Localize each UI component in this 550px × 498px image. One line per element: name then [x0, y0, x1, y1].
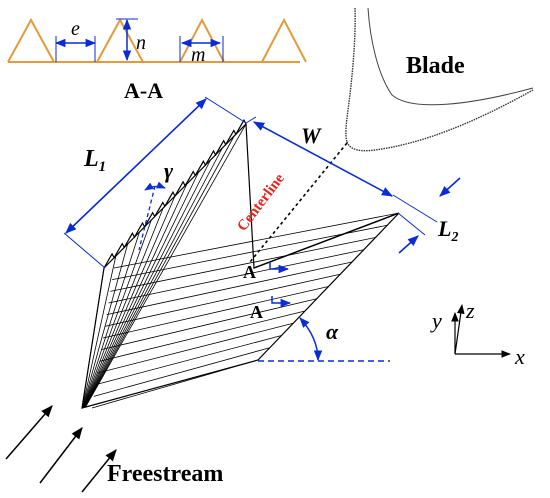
plate-stripe-right — [93, 347, 270, 397]
section-title: A-A — [124, 78, 163, 103]
section-cut-markers: A A — [243, 262, 292, 322]
section-cut-upper — [269, 262, 290, 274]
alpha-label: α — [326, 319, 339, 344]
plate-stripe-right — [91, 359, 259, 409]
L2-main: L — [437, 216, 451, 241]
axis-z-arrow — [454, 304, 465, 355]
plate-stripe-left — [85, 123, 247, 408]
L2-arrow-top — [439, 177, 461, 197]
plate-stripe-left — [82, 231, 140, 408]
plate-stripe-right — [104, 273, 341, 327]
section-tooth-1 — [7, 17, 55, 63]
section-cut-lower-label: A — [250, 302, 263, 322]
freestream: Freestream — [5, 405, 223, 493]
gamma-reference-line — [138, 185, 156, 251]
plate-stripe-right — [99, 310, 306, 362]
plate-stripe-right — [110, 237, 376, 292]
L2-label: L2 — [437, 216, 458, 245]
plate-stripe-left — [81, 255, 117, 409]
W-ext-right — [392, 194, 438, 223]
axis-x-label: x — [514, 344, 525, 369]
L1-arrow — [65, 98, 207, 234]
dim-e-label: e — [71, 18, 80, 40]
plate-stripe-right — [97, 322, 294, 374]
dim-m-label: m — [191, 44, 205, 66]
L1-subscript: 1 — [99, 159, 107, 175]
section-cut-upper-label: A — [243, 262, 256, 282]
coordinate-axes: x y z — [430, 298, 525, 369]
L2-arrow-bottom — [398, 235, 419, 254]
section-tooth-4 — [261, 17, 307, 63]
serrated-plate — [81, 118, 400, 409]
gamma-arc — [144, 181, 166, 191]
plate-stripe-right — [108, 249, 364, 304]
alpha-arc — [299, 317, 323, 362]
plate-stripe-right — [102, 286, 329, 339]
L1-main: L — [83, 146, 99, 172]
plate-stripe-left — [84, 135, 235, 408]
plate-stripe-left — [81, 267, 105, 409]
blade-outline-left — [345, 7, 356, 143]
plate-inner-edge — [253, 212, 400, 269]
plate-stripe-right — [106, 261, 353, 316]
section-tooth-3 — [179, 17, 225, 63]
W-arrow — [253, 121, 393, 197]
dim-n-label: n — [136, 32, 146, 54]
L1-label: L1 — [83, 146, 106, 175]
W-ext-left — [245, 116, 257, 124]
gamma-label: γ — [164, 158, 174, 183]
freestream-arrow-1 — [5, 405, 53, 460]
section-a-a: e n m A-A — [7, 17, 307, 103]
freestream-label: Freestream — [107, 461, 223, 487]
L2-ext — [397, 212, 426, 236]
section-tooth-2 — [96, 17, 144, 63]
L2-subscript: 2 — [450, 230, 458, 245]
blade: Blade — [345, 7, 534, 152]
section-cut-lower — [271, 296, 292, 308]
plate-stripe-right — [101, 298, 317, 351]
blade-label: Blade — [406, 53, 465, 79]
freestream-arrow-2 — [39, 427, 83, 484]
L1-ext-top — [204, 96, 247, 124]
freestream-arrow-3 — [81, 449, 117, 493]
plate-stripe-left — [82, 219, 152, 408]
axis-z-label: z — [465, 298, 475, 323]
axis-y-label: y — [430, 308, 442, 333]
blade-outline-right — [367, 7, 534, 106]
L1-ext-bottom — [63, 232, 106, 269]
plate-stripe-right — [95, 335, 282, 386]
W-label: W — [301, 123, 322, 148]
blade-outline-tip — [346, 89, 534, 152]
plate-stripe-right — [113, 212, 400, 269]
plate-stripe-left — [83, 207, 164, 408]
